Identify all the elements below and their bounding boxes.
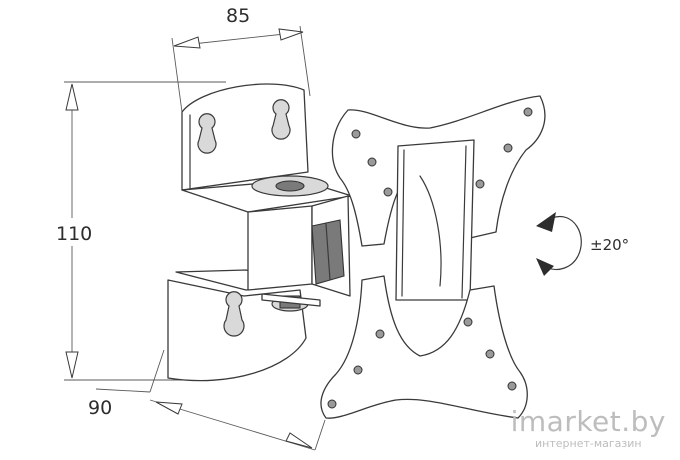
dimension-depth-label: 90 (88, 397, 112, 419)
watermark-brand: imarket.by (510, 405, 666, 438)
vesa-hole (383, 187, 393, 197)
vesa-hole (351, 129, 361, 139)
vesa-hole (507, 381, 517, 391)
vesa-hole (503, 143, 513, 153)
dimension-width-label: 85 (226, 5, 250, 27)
vesa-plate (320, 95, 546, 419)
keyhole-slot-lower (223, 291, 245, 337)
vesa-hole (463, 317, 473, 327)
vesa-hole (327, 399, 337, 409)
keyhole-slot-upper-left (197, 113, 217, 154)
rotation-indicator: ±20° (536, 212, 629, 276)
dimension-height-label: 110 (56, 223, 92, 245)
rotation-label: ±20° (590, 236, 629, 254)
hinge-arm (247, 175, 351, 312)
dimension-width: 85 (171, 5, 311, 113)
rotation-arrow-up-icon (536, 212, 556, 232)
dimension-depth: 90 (88, 349, 326, 451)
watermark-tagline: интернет-магазин (535, 437, 642, 450)
keyhole-slot-upper-right (271, 99, 291, 140)
vesa-hole (367, 157, 377, 167)
vesa-hole (523, 107, 533, 117)
vesa-hole (485, 349, 495, 359)
vesa-hole (475, 179, 485, 189)
dimension-height: 110 (56, 81, 226, 381)
vesa-hole (353, 365, 363, 375)
vesa-hole (375, 329, 385, 339)
watermark: imarket.by интернет-магазин (510, 405, 666, 451)
rotation-arrow-down-icon (536, 258, 554, 276)
